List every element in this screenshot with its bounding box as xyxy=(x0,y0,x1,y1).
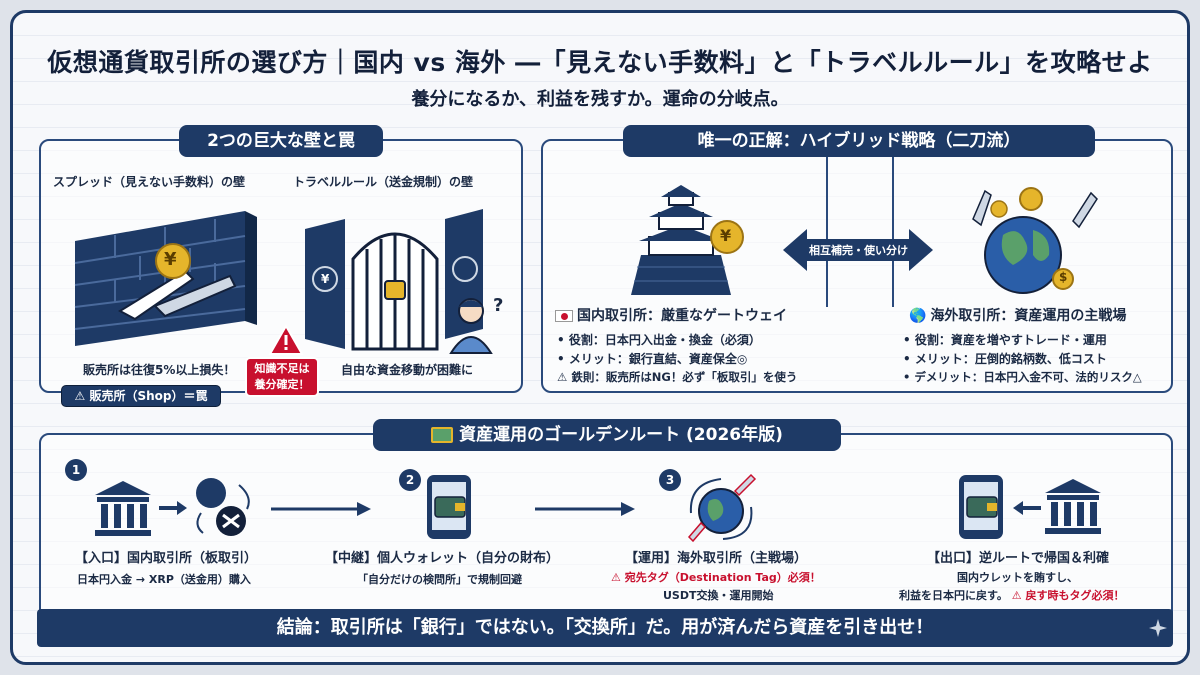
globe-rockets-icon xyxy=(972,187,1098,294)
brick-wall-icon xyxy=(74,211,257,346)
knowledge-warning-badge: 知識不足は 養分確定！ xyxy=(245,357,319,397)
travel-wall-caption: 自由な資金移動が困難に xyxy=(341,363,474,377)
step-2-number: 2 xyxy=(399,469,421,491)
confused-person-icon xyxy=(449,298,493,354)
gate-wall-icon xyxy=(305,209,483,351)
conclusion-bar: 結論：取引所は「銀行」ではない。「交換所」だ。用が済んだら資産を引き出せ！ xyxy=(37,609,1173,647)
step-1-number: 1 xyxy=(65,459,87,481)
overseas-item-demerit: • デメリット：日本円入金不可、法的リスク△ xyxy=(903,370,1142,384)
warning-line-2: 養分確定！ xyxy=(254,378,310,391)
step-1-line-1: 日本円入金 → XRP（送金用）購入 xyxy=(77,573,251,586)
step-3-line-2: USDT交換・運用開始 xyxy=(663,589,774,602)
infographic-frame: 仮想通貨取引所の選び方｜国内 vs 海外 ―「見えない手数料」と「トラベルルール… xyxy=(10,10,1190,665)
hybrid-heading: 唯一の正解：ハイブリッド戦略（二刀流） xyxy=(623,125,1095,157)
domestic-title-text: 国内取引所：厳重なゲートウェイ xyxy=(577,308,787,324)
connector-lines xyxy=(826,157,894,307)
exit-bank-icon xyxy=(1045,479,1101,534)
step-exit-title: 【出口】逆ルートで帰国＆利確 xyxy=(927,551,1110,566)
shop-trap-badge: ⚠ 販売所（Shop）＝罠 xyxy=(61,385,221,407)
bank-icon xyxy=(95,481,151,536)
route-arrow-1 xyxy=(271,502,371,516)
walls-heading: 2つの巨大な壁と罠 xyxy=(179,125,383,157)
overseas-item-merit: • メリット：圧倒的銘柄数、低コスト xyxy=(903,352,1107,366)
castle-yen-glyph: ¥ xyxy=(720,226,732,245)
yen-coin-glyph: ¥ xyxy=(164,249,177,270)
return-arrow-icon xyxy=(1013,501,1041,515)
step-exit-line-1: 国内ウレットを賄すし、 xyxy=(957,571,1078,584)
map-icon xyxy=(431,427,454,443)
sparkle-icon xyxy=(1149,619,1167,637)
route-heading: 資産運用のゴールデンルート (2026年版) xyxy=(373,419,841,451)
castle-yen-coin-icon xyxy=(710,220,744,254)
smartphone-wallet-icon xyxy=(427,475,471,539)
double-arrow-icon xyxy=(783,229,933,271)
step-2-title: 【中継】個人ウォレット（自分の財布） xyxy=(325,551,560,566)
overseas-exchange-title: 🌎海外取引所：資産運用の主戦場 xyxy=(909,305,1126,325)
gate-coin-glyph: ¥ xyxy=(321,272,330,286)
double-arrow-label: 相互補完・使い分け xyxy=(809,244,908,257)
exit-smartphone-wallet-icon xyxy=(959,475,1003,539)
step-3-line-1: ⚠ 宛先タグ（Destination Tag）必須！ xyxy=(611,571,821,584)
bank-to-xrp-swap-icon xyxy=(196,478,250,536)
warning-line-1: 知識不足は xyxy=(254,362,310,375)
page-subtitle: 養分になるか、利益を残すか。運命の分岐点。 xyxy=(411,89,789,110)
step-3-title: 【運用】海外取引所（主戦場） xyxy=(625,551,808,566)
exchange-arrow-icon xyxy=(159,501,187,515)
step-exit-line-2: 利益を日本円に戻す。 ⚠ 戻す時もタグ必須！ xyxy=(899,587,1124,603)
question-mark: ? xyxy=(493,295,504,316)
castle-icon xyxy=(631,185,731,295)
overseas-title-text: 海外取引所：資産運用の主戦場 xyxy=(930,308,1127,324)
domestic-exchange-title: 国内取引所：厳重なゲートウェイ xyxy=(555,305,787,325)
globe-dollar-glyph: $ xyxy=(1059,270,1068,284)
spread-wall-caption: 販売所は往復5%以上損失！ xyxy=(83,363,236,377)
route-arrow-2 xyxy=(535,502,635,516)
overseas-item-role: • 役割：資産を増やすトレード・運用 xyxy=(903,333,1107,347)
spread-wall-title: スプレッド（見えない手数料）の壁 xyxy=(53,175,246,189)
step-1-title: 【入口】国内取引所（板取引） xyxy=(75,551,258,566)
step-3-number: 3 xyxy=(659,469,681,491)
japan-flag-icon xyxy=(555,310,573,322)
step-exit-line-2-text: 利益を日本円に戻す。 xyxy=(899,589,1008,602)
globe-rocket-cycle-icon xyxy=(687,473,757,543)
step-2-line-1: 「自分だけの検問所」で規制回避 xyxy=(357,573,522,586)
page-title: 仮想通貨取引所の選び方｜国内 vs 海外 ―「見えない手数料」と「トラベルルール… xyxy=(47,48,1153,77)
domestic-item-role: • 役割：日本円入出金・換金（必須） xyxy=(557,333,761,347)
yen-coin-icon xyxy=(155,243,191,279)
warning-triangle-icon xyxy=(268,323,304,355)
route-heading-text: 資産運用のゴールデンルート (2026年版) xyxy=(459,425,783,445)
travel-wall-title: トラベルルール（送金規制）の壁 xyxy=(293,175,474,189)
domestic-item-rule: ⚠ 鉄則：販売所はNG！必ず「板取引」を使う xyxy=(557,370,798,384)
step-exit-line-3: ⚠ 戻す時もタグ必須！ xyxy=(1011,589,1125,602)
globe-icon: 🌎 xyxy=(909,308,927,324)
domestic-item-merit: • メリット：銀行直結、資産保全◎ xyxy=(557,352,748,366)
